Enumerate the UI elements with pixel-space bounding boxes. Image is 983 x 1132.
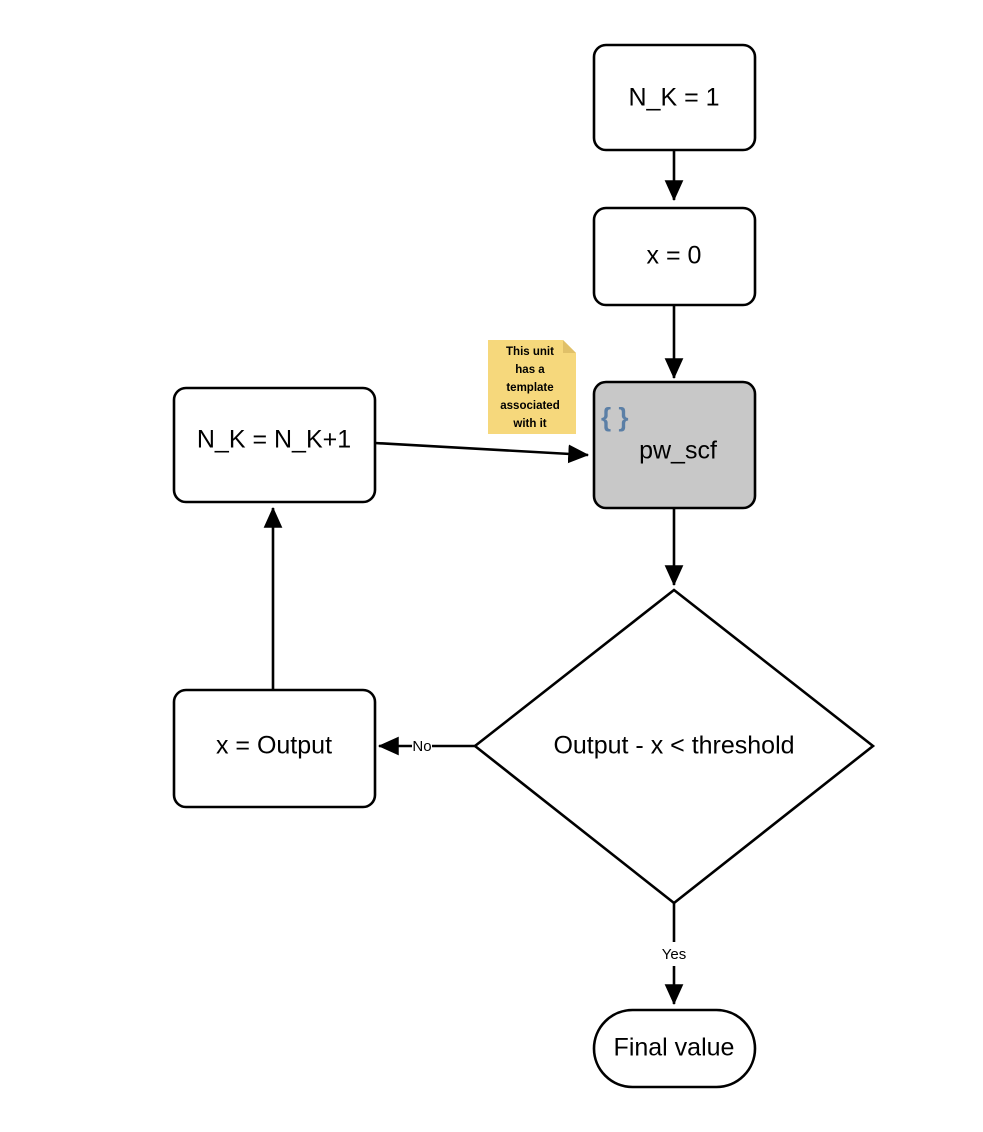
- curly-braces-template-icon: { }: [601, 402, 628, 432]
- node-init-nk[interactable]: N_K = 1: [592, 43, 757, 152]
- edge-label-no: No: [412, 738, 431, 755]
- node-shape-rounded-rect[interactable]: [172, 688, 377, 809]
- node-shape-stadium[interactable]: [592, 1008, 757, 1089]
- note-fold-corner-icon: [563, 340, 576, 353]
- note-body-shape[interactable]: [488, 340, 576, 434]
- edge-increment-nk-to-pw-scf: [374, 441, 590, 464]
- note-line: template: [506, 382, 553, 394]
- node-label: x = 0: [647, 242, 702, 270]
- edge-decision-to-assign-x: No: [377, 736, 475, 756]
- edge-decision-to-final: Yes: [662, 903, 686, 1006]
- note-line: associated: [500, 400, 559, 412]
- note-line: This unit: [506, 346, 554, 358]
- node-shape-rounded-rect[interactable]: [592, 380, 757, 510]
- node-final[interactable]: Final value: [592, 1008, 757, 1089]
- node-shape-diamond[interactable]: [472, 588, 876, 905]
- node-label: N_K = N_K+1: [197, 426, 351, 454]
- node-label: x = Output: [216, 732, 332, 760]
- edge-label-yes: Yes: [662, 946, 686, 963]
- node-label: Output - x < threshold: [553, 732, 794, 760]
- edge-line: [374, 441, 590, 464]
- note-line: has a: [515, 364, 545, 376]
- node-shape-rounded-rect[interactable]: [592, 206, 757, 307]
- sticky-note-template[interactable]: This unit has a template associated with…: [488, 340, 576, 434]
- node-label: N_K = 1: [628, 84, 719, 112]
- node-decision[interactable]: Output - x < threshold: [472, 588, 876, 905]
- node-assign-x[interactable]: x = Output: [172, 688, 377, 809]
- node-label: pw_scf: [639, 437, 717, 465]
- node-pw-scf[interactable]: { } pw_scf: [592, 380, 757, 510]
- node-shape-rounded-rect[interactable]: [592, 43, 757, 152]
- note-line: with it: [512, 418, 546, 430]
- node-init-x[interactable]: x = 0: [592, 206, 757, 307]
- node-increment-nk[interactable]: N_K = N_K+1: [172, 386, 377, 504]
- node-shape-rounded-rect[interactable]: [172, 386, 377, 504]
- node-label: Final value: [614, 1034, 735, 1062]
